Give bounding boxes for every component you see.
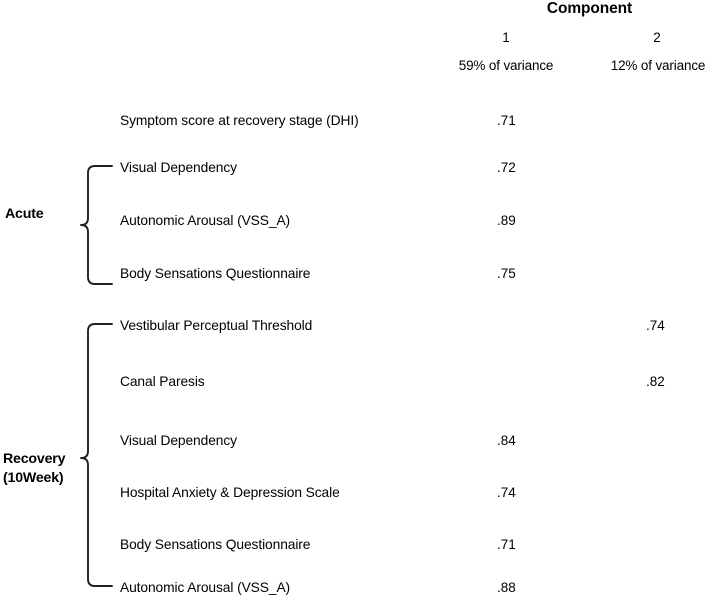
- row-label: Autonomic Arousal (VSS_A): [120, 580, 291, 595]
- group-label-recovery-line1: Recovery: [3, 451, 66, 467]
- table-row: Body Sensations Questionnaire .71: [0, 537, 709, 557]
- table-row: Vestibular Perceptual Threshold .74: [0, 318, 709, 338]
- column-header-component-1-number: 1: [502, 30, 510, 45]
- row-label: Visual Dependency: [120, 433, 237, 448]
- column-header-component-1-variance: 59% of variance: [458, 58, 554, 73]
- column-header-component-2-variance: 12% of variance: [610, 58, 706, 73]
- group-label-recovery-line2: (10Week): [3, 470, 64, 486]
- column-header-component-2-number: 2: [653, 30, 661, 45]
- row-value-component-1: .71: [497, 113, 516, 128]
- row-value-component-1: .72: [497, 160, 516, 175]
- row-value-component-1: .71: [497, 537, 516, 552]
- row-value-component-2: .74: [646, 318, 665, 333]
- row-label: Canal Paresis: [120, 374, 205, 389]
- row-label: Symptom score at recovery stage (DHI): [120, 113, 359, 128]
- row-value-component-1: .74: [497, 485, 516, 500]
- row-value-component-1: .75: [497, 266, 516, 281]
- row-value-component-1: .84: [497, 433, 516, 448]
- group-label-acute: Acute: [5, 206, 44, 222]
- row-label: Hospital Anxiety & Depression Scale: [120, 485, 340, 500]
- table-row: Body Sensations Questionnaire .75: [0, 266, 709, 286]
- table-row: Canal Paresis .82: [0, 374, 709, 394]
- row-value-component-1: .89: [497, 213, 516, 228]
- row-label: Vestibular Perceptual Threshold: [120, 318, 313, 333]
- table-row: Visual Dependency .84: [0, 433, 709, 453]
- row-value-component-1: .88: [497, 580, 516, 595]
- row-value-component-2: .82: [646, 374, 665, 389]
- page-title: Component: [546, 0, 633, 17]
- row-label: Autonomic Arousal (VSS_A): [120, 213, 291, 228]
- row-label: Body Sensations Questionnaire: [120, 266, 311, 281]
- table-row: Visual Dependency .72: [0, 160, 709, 180]
- row-label: Body Sensations Questionnaire: [120, 537, 311, 552]
- table-row: Autonomic Arousal (VSS_A) .88: [0, 580, 709, 600]
- table-row: Autonomic Arousal (VSS_A) .89: [0, 213, 709, 233]
- table-row: Symptom score at recovery stage (DHI) .7…: [0, 113, 709, 133]
- table-row: Hospital Anxiety & Depression Scale .74: [0, 485, 709, 505]
- group-label-recovery: Recovery (10Week): [3, 450, 65, 488]
- row-label: Visual Dependency: [120, 160, 237, 175]
